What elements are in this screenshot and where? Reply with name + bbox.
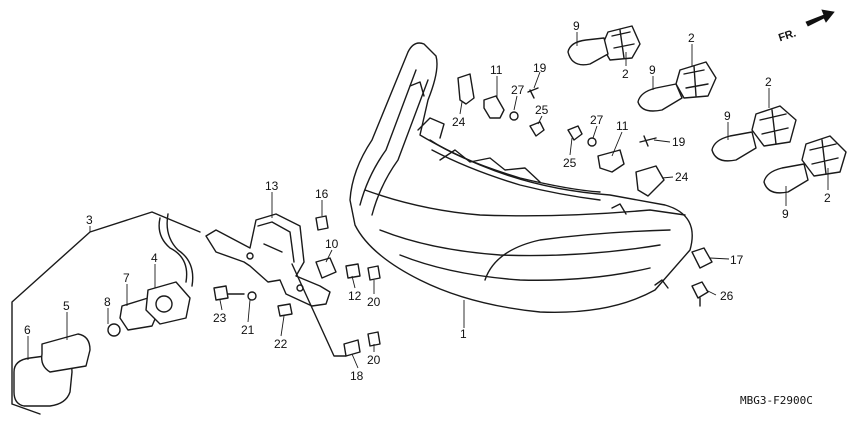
screw-26 <box>691 281 709 299</box>
bracket-13 <box>205 213 331 307</box>
callout-24: 24 <box>452 115 466 129</box>
drawing-code: MBG3-F2900C <box>740 394 813 407</box>
callout-2: 2 <box>688 31 695 45</box>
callout-9: 9 <box>573 19 580 33</box>
callout-18: 18 <box>350 369 364 383</box>
callout-12: 12 <box>348 289 362 303</box>
callout-20: 20 <box>367 353 381 367</box>
nut-20-lower <box>367 331 381 347</box>
mounting-hardware <box>457 73 713 307</box>
screw-25-left <box>529 121 545 137</box>
screw-22 <box>277 303 293 317</box>
front-direction-indicator: FR. <box>777 9 835 44</box>
callout-27: 27 <box>590 113 604 127</box>
callout-11: 11 <box>616 119 629 133</box>
bulb-1 <box>567 37 609 66</box>
front-arrow-icon <box>805 9 835 27</box>
callout-21: 21 <box>241 323 255 337</box>
washer-27-left <box>509 111 519 121</box>
callout-11: 11 <box>490 63 503 77</box>
callout-16: 16 <box>315 187 329 201</box>
front-direction-label: FR. <box>777 27 798 44</box>
callout-2: 2 <box>765 75 772 89</box>
callout-25: 25 <box>563 156 577 170</box>
bracket-11-left <box>483 95 505 119</box>
callout-1: 1 <box>460 327 467 341</box>
washer-27-right <box>587 137 597 147</box>
callout-27: 27 <box>511 83 525 97</box>
leader-lines <box>27 32 829 369</box>
callout-26: 26 <box>720 289 734 303</box>
callout-2: 2 <box>622 67 629 81</box>
housing-4 <box>145 281 191 325</box>
callout-9: 9 <box>724 109 731 123</box>
bulb-2 <box>637 83 683 112</box>
callout-22: 22 <box>274 337 288 351</box>
callout-8: 8 <box>104 295 111 309</box>
bracket-11-right <box>597 149 625 173</box>
washer-21 <box>247 291 257 301</box>
grommet-10 <box>315 257 337 279</box>
screw-25-right <box>567 125 583 141</box>
tail-light-assembly <box>349 42 693 314</box>
callout-19: 19 <box>672 135 686 149</box>
callout-23: 23 <box>213 311 227 325</box>
callout-19: 19 <box>533 61 547 75</box>
callout-17: 17 <box>730 253 744 267</box>
socket-4 <box>801 135 847 177</box>
screw-19-right <box>639 135 657 147</box>
license-light-assembly <box>11 211 201 415</box>
callout-3: 3 <box>86 213 93 227</box>
bulbs <box>567 37 809 194</box>
callout-10: 10 <box>325 237 339 251</box>
bulb-8 <box>107 323 121 337</box>
callout-20: 20 <box>367 295 381 309</box>
callout-13: 13 <box>265 179 279 193</box>
bulb-4 <box>763 163 809 194</box>
clip-17 <box>691 247 713 269</box>
socket-3 <box>751 105 797 147</box>
bracket-24-left <box>457 73 475 105</box>
callout-5: 5 <box>63 299 70 313</box>
callout-6: 6 <box>24 323 31 337</box>
bolt-23 <box>213 285 229 301</box>
group-bracket-3 <box>11 211 201 415</box>
cover-5 <box>40 333 91 373</box>
bulb-3 <box>711 131 757 162</box>
license-bracket-assembly <box>205 213 381 357</box>
screw-19-left <box>527 87 539 99</box>
callout-9: 9 <box>649 63 656 77</box>
callout-4: 4 <box>151 251 158 265</box>
nut-20-upper <box>367 265 381 281</box>
bracket-24-right <box>635 165 665 197</box>
callout-2: 2 <box>824 191 831 205</box>
grommet-16 <box>315 215 329 231</box>
collar-18 <box>343 339 361 357</box>
callout-7: 7 <box>123 271 130 285</box>
callout-labels: 1 2 2 2 2 3 4 5 6 7 8 9 9 9 9 10 11 11 1… <box>24 19 831 383</box>
socket-2 <box>675 61 717 99</box>
collar-12-upper <box>345 263 361 279</box>
callout-25: 25 <box>535 103 549 117</box>
callout-9: 9 <box>782 207 789 221</box>
socket-1 <box>601 25 641 61</box>
callout-24: 24 <box>675 170 689 184</box>
